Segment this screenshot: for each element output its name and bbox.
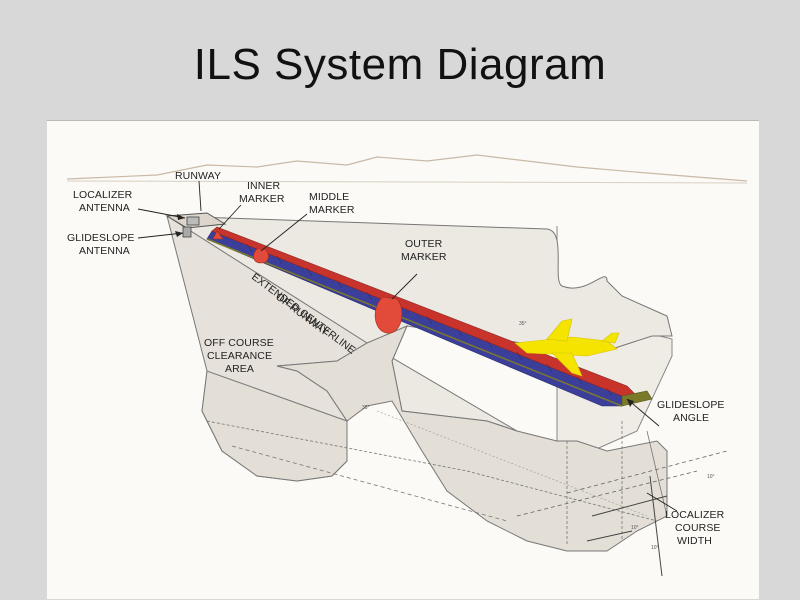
- outer-marker-label-line-1: OUTER: [405, 238, 443, 250]
- outer-marker-label-line-2: MARKER: [401, 251, 447, 263]
- runway-label: RUNWAY: [175, 170, 221, 182]
- glideslope-antenna-label-line-2: ANTENNA: [79, 245, 130, 257]
- middle-marker-label-line-1: MIDDLE: [309, 191, 349, 203]
- angle-mark-2: 35°: [362, 405, 370, 411]
- middle-marker-label-line-2: MARKER: [309, 204, 355, 216]
- middle-marker-fan: [253, 248, 269, 264]
- glideslope-antenna-icon: [182, 226, 192, 238]
- localizer-antenna-icon: [186, 216, 200, 226]
- localizer-course-width-label-line-1: LOCALIZER: [665, 509, 725, 521]
- off-course-clearance-label-line-2: CLEARANCE: [207, 350, 272, 362]
- glideslope-angle-label-line-2: ANGLE: [673, 412, 709, 424]
- inner-marker-fan: [212, 230, 224, 240]
- off-course-clearance-label-line-3: AREA: [225, 363, 254, 375]
- ils-diagram: 35° 35° 10° 10° 10° RUNWAY LOCALIZER ANT…: [47, 120, 759, 599]
- localizer-course-width-label-line-2: COURSE: [675, 522, 721, 534]
- angle-mark-1: 35°: [519, 321, 527, 327]
- inner-marker-label-line-1: INNER: [247, 180, 280, 192]
- horizon-line: [66, 154, 748, 182]
- localizer-antenna-label-line-1: LOCALIZER: [73, 189, 133, 201]
- glideslope-antenna-label-line-1: GLIDESLOPE: [67, 232, 135, 244]
- ils-diagram-drawing: 35° 35° 10° 10° 10° RUNWAY LOCALIZER ANT…: [66, 154, 748, 577]
- localizer-antenna-label-line-2: ANTENNA: [79, 202, 130, 214]
- angle-mark-3: 10°: [707, 474, 715, 480]
- localizer-volume-front-face: [201, 325, 668, 552]
- outer-marker-fan: [374, 296, 403, 334]
- angle-mark-4: 10°: [631, 525, 639, 531]
- off-course-clearance-label-line-1: OFF COURSE: [204, 337, 274, 349]
- localizer-course-width-label-line-3: WIDTH: [677, 535, 712, 547]
- inner-marker-label-line-2: MARKER: [239, 193, 285, 205]
- slide-title: ILS System Diagram: [193, 40, 607, 89]
- angle-mark-5: 10°: [651, 545, 659, 551]
- glideslope-angle-label-line-1: GLIDESLOPE: [657, 399, 725, 411]
- airplane-icon: [514, 318, 620, 377]
